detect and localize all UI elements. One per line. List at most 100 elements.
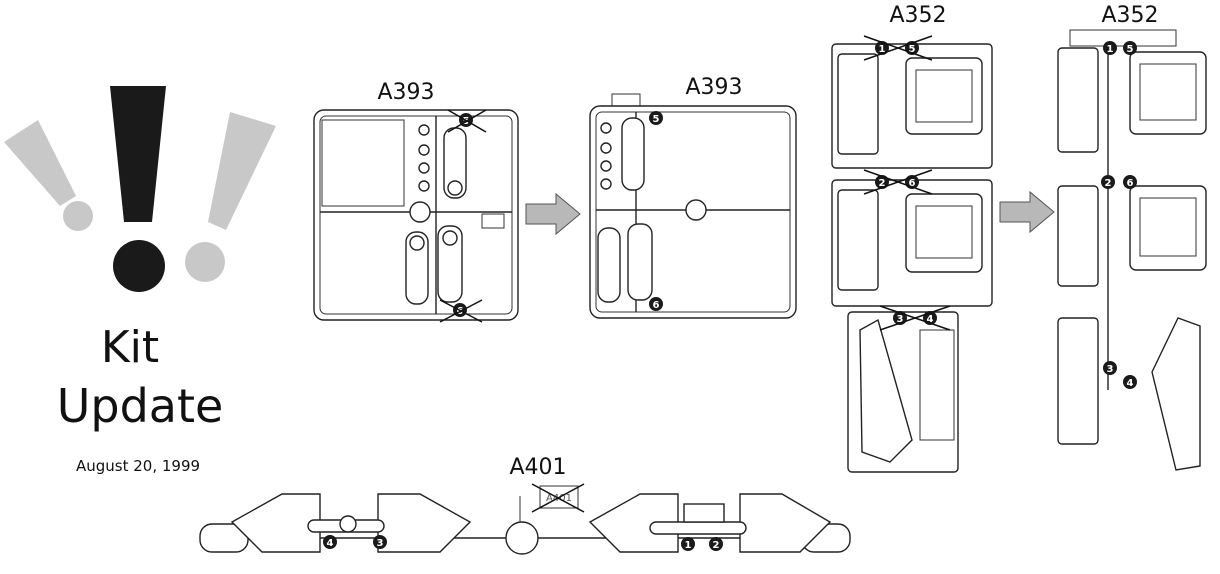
badge-4: 4	[323, 535, 337, 549]
svg-text:4: 4	[327, 538, 334, 549]
left-exclamation-bar	[4, 120, 76, 206]
badge-3: 3	[373, 535, 387, 549]
sprue-frame	[313, 109, 519, 321]
center-exclamation-bar	[110, 86, 166, 222]
logo-title-line2: Update	[57, 379, 224, 433]
svg-text:6: 6	[653, 300, 660, 311]
sprue-gate	[505, 521, 539, 555]
part-block	[683, 503, 725, 523]
svg-text:4: 4	[927, 314, 934, 325]
svg-text:5: 5	[653, 114, 660, 125]
part-housing	[1129, 51, 1207, 135]
part-hole	[409, 235, 425, 251]
part-hole	[418, 162, 430, 174]
part-bracket	[919, 329, 955, 441]
part-brace	[1151, 317, 1201, 471]
sprue-window	[321, 119, 405, 207]
part-housing-inner	[1139, 63, 1197, 121]
svg-text:4: 4	[1127, 378, 1134, 389]
part-arm	[597, 227, 621, 303]
svg-text:2: 2	[713, 540, 720, 551]
svg-text:6: 6	[1127, 178, 1134, 189]
arrow-right-icon	[999, 190, 1055, 234]
right-exclamation-dot	[185, 242, 225, 282]
part-arm	[405, 231, 429, 305]
center-exclamation-dot	[113, 240, 165, 292]
part-arm	[627, 223, 653, 301]
sprue-a401: A401 A401 4 3	[199, 455, 851, 555]
part-bracket	[739, 493, 832, 553]
part-hole	[600, 122, 612, 134]
badge-4: 4	[1123, 375, 1137, 389]
svg-text:1: 1	[685, 540, 692, 551]
removed-badges-bottom: 3 4	[879, 305, 951, 331]
sprue-label: A352	[1101, 3, 1158, 28]
svg-text:2: 2	[1105, 178, 1112, 189]
badge-1: 1	[681, 537, 695, 551]
part-hole	[418, 124, 430, 136]
sprue-gate	[685, 199, 707, 221]
svg-text:1: 1	[1107, 44, 1114, 55]
removed-badges-middle: 2 6	[863, 169, 933, 195]
badge-3: 3	[1103, 361, 1117, 375]
part-hole	[600, 160, 612, 172]
part-hole	[339, 515, 357, 533]
sprue-label: A393	[685, 75, 742, 100]
sprue-a393-after: A393 5 6	[589, 75, 797, 319]
part-hole	[447, 180, 463, 196]
part-hole	[442, 230, 458, 246]
sprue-a352-before: A352 1 5 2 6	[831, 3, 993, 473]
sprue-label: A393	[377, 80, 434, 105]
part-hole	[600, 142, 612, 154]
part-hole	[418, 144, 430, 156]
sprue-inner-frame	[595, 111, 791, 313]
badge-6: 6	[649, 297, 663, 311]
part-housing-inner	[915, 69, 973, 123]
badge-2: 2	[1101, 175, 1115, 189]
svg-text:3: 3	[1107, 364, 1114, 375]
svg-text:5: 5	[909, 44, 916, 55]
part-housing	[905, 57, 983, 135]
sprue-inner-frame	[319, 115, 513, 315]
removed-badge-5: 5	[447, 109, 487, 133]
part-hinge	[837, 189, 879, 291]
part-bracket	[1057, 317, 1099, 445]
part-housing-inner	[1139, 197, 1197, 257]
svg-text:5: 5	[1127, 44, 1134, 55]
part-brace	[859, 318, 913, 463]
part-housing-inner	[915, 205, 973, 259]
part-hinge	[1057, 185, 1099, 287]
part-housing	[905, 193, 983, 273]
arrow-right-icon	[525, 192, 581, 236]
part-link	[649, 521, 747, 535]
sprue-label: A401	[509, 455, 566, 480]
part-hole	[600, 178, 612, 190]
removed-badge-6: 6	[439, 299, 483, 323]
part-arm	[621, 117, 645, 191]
part-hole	[418, 180, 430, 192]
sprue-label: A352	[889, 3, 946, 28]
badge-1: 1	[1103, 41, 1117, 55]
svg-text:6: 6	[909, 178, 916, 189]
removed-tag-a401: A401	[531, 483, 585, 513]
logo-date: August 20, 1999	[76, 457, 200, 475]
badge-6: 6	[1123, 175, 1137, 189]
runner	[1069, 29, 1177, 47]
badge-2: 2	[709, 537, 723, 551]
removed-badges-top: 1 5	[863, 35, 933, 61]
sprue-frame	[589, 105, 797, 319]
part-hinge	[1057, 47, 1099, 153]
part-housing	[1129, 185, 1207, 271]
sprue-a393-before: A393 5 6	[313, 80, 519, 323]
sprue-a352-after: A352 1 5 2 6 3 4	[1057, 3, 1207, 471]
left-exclamation-dot	[63, 201, 93, 231]
svg-text:1: 1	[879, 44, 886, 55]
sprue-tab	[481, 213, 505, 229]
svg-text:3: 3	[377, 538, 384, 549]
part-arm	[437, 225, 463, 303]
sprue-tab	[611, 93, 641, 107]
sprue-gate	[409, 201, 431, 223]
exclamation-logo	[4, 86, 276, 292]
svg-text:2: 2	[879, 178, 886, 189]
